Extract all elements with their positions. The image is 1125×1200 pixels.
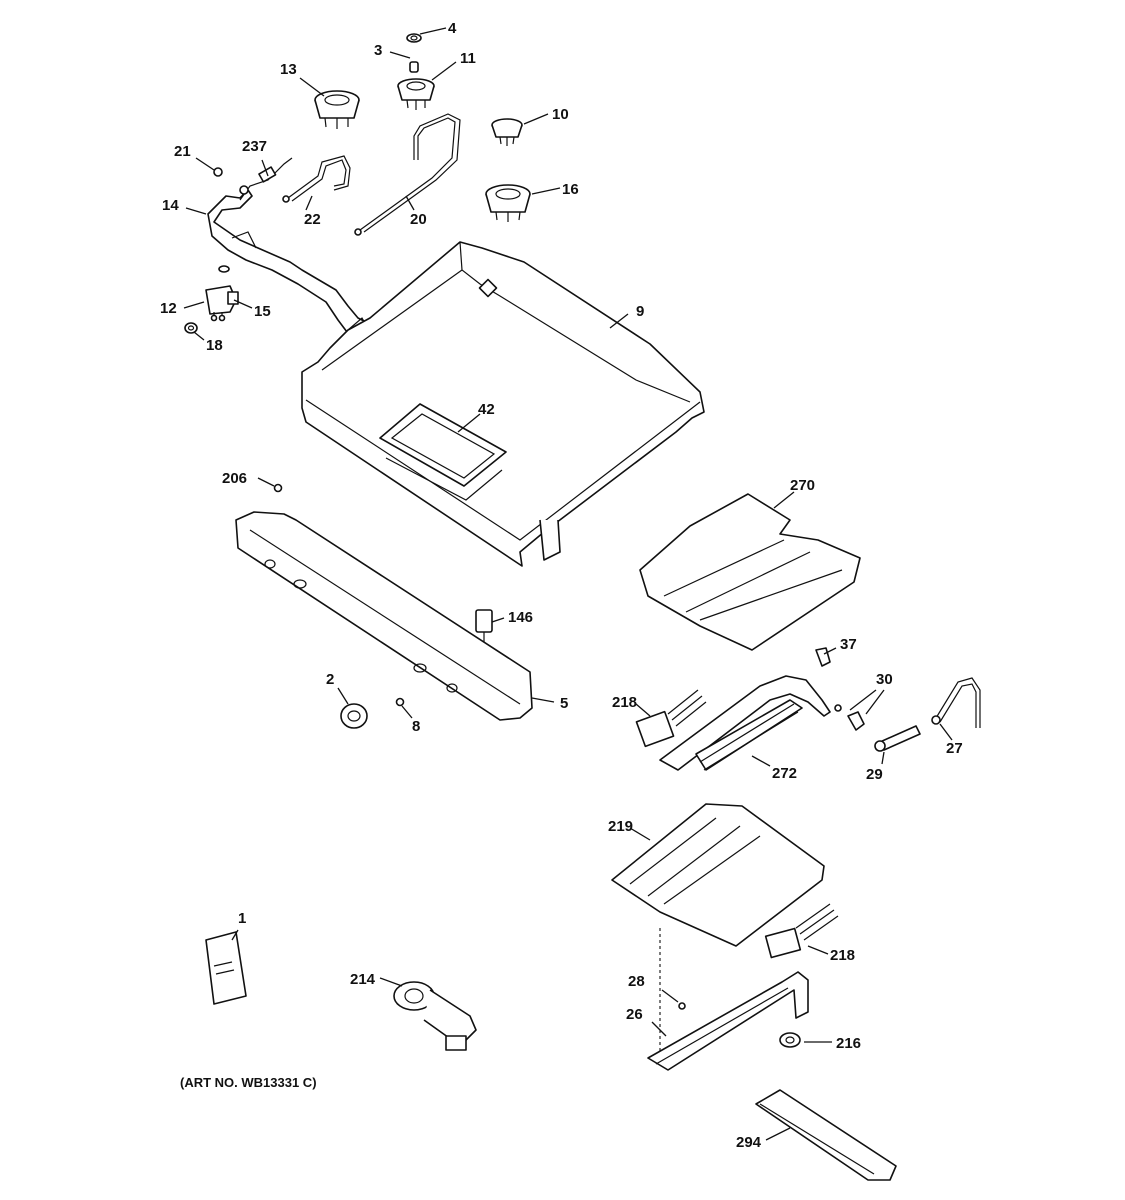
tube-20 <box>354 113 461 236</box>
callout-labels: 4 3 11 13 10 21 237 16 14 22 20 9 12 15 … <box>160 20 963 1151</box>
tube-22 <box>282 155 351 203</box>
callout-10: 10 <box>552 106 569 123</box>
callout-8: 8 <box>412 718 420 735</box>
callout-27: 27 <box>946 740 963 757</box>
callout-294: 294 <box>736 1134 762 1151</box>
burner-box-9 <box>301 241 705 567</box>
valve-214 <box>393 981 477 1051</box>
callout-5: 5 <box>560 695 568 712</box>
callout-42: 42 <box>478 401 495 418</box>
callout-28: 28 <box>628 973 645 990</box>
tube-27 <box>931 677 981 728</box>
callout-18: 18 <box>206 337 223 354</box>
access-plate-42 <box>379 403 507 501</box>
screw-21 <box>213 167 223 177</box>
callout-218-lower: 218 <box>830 947 855 964</box>
knob-2 <box>340 703 368 729</box>
washer-21b <box>218 265 230 273</box>
literature-1 <box>205 931 247 1005</box>
callout-3: 3 <box>374 42 382 59</box>
callout-26: 26 <box>626 1006 643 1023</box>
heat-shield-270 <box>639 493 861 651</box>
callout-37: 37 <box>840 636 857 653</box>
bracket-37 <box>815 647 831 667</box>
callout-9: 9 <box>636 303 644 320</box>
callout-21: 21 <box>174 143 191 160</box>
burner-10 <box>491 118 523 146</box>
valve-12-15 <box>205 285 239 322</box>
igniter-218b <box>764 903 839 959</box>
callout-237: 237 <box>242 138 267 155</box>
bake-burner-26 <box>647 971 809 1071</box>
broiler-pan-219 <box>611 803 825 947</box>
callout-30: 30 <box>876 671 893 688</box>
callout-13: 13 <box>280 61 297 78</box>
fitting-29 <box>874 725 921 752</box>
burner-16 <box>485 184 531 222</box>
broil-burner-272 <box>659 675 831 771</box>
art-number: (ART NO. WB13331 C) <box>180 1075 317 1090</box>
screw-8 <box>395 697 405 707</box>
callout-12: 12 <box>160 300 177 317</box>
screw-28 <box>678 1002 686 1010</box>
nut-216 <box>779 1032 801 1048</box>
callout-1: 1 <box>238 910 246 927</box>
callout-14: 14 <box>162 197 179 214</box>
callout-29: 29 <box>866 766 883 783</box>
callout-146: 146 <box>508 609 533 626</box>
orifice-30 <box>834 704 865 731</box>
callout-22: 22 <box>304 211 321 228</box>
callout-11: 11 <box>460 50 476 67</box>
nut-4 <box>406 33 422 43</box>
leader-lines <box>183 27 953 1141</box>
screw-206 <box>273 483 283 493</box>
callout-272: 272 <box>772 765 797 782</box>
callout-214: 214 <box>350 971 376 988</box>
switch-146 <box>475 609 493 642</box>
callout-2: 2 <box>326 671 334 688</box>
burner-11 <box>397 78 435 110</box>
nut-18 <box>184 322 198 334</box>
orifice-3 <box>409 61 419 73</box>
callout-219: 219 <box>608 818 633 835</box>
shield-294 <box>755 1089 897 1181</box>
callout-4: 4 <box>448 20 457 37</box>
front-panel-5 <box>235 511 533 721</box>
igniter-218a <box>635 689 707 748</box>
callout-15: 15 <box>254 303 271 320</box>
callout-216: 216 <box>836 1035 861 1052</box>
burner-13 <box>314 90 360 129</box>
callout-206: 206 <box>222 470 247 487</box>
callout-270: 270 <box>790 477 815 494</box>
callout-218-upper: 218 <box>612 694 637 711</box>
callout-16: 16 <box>562 181 579 198</box>
callout-20: 20 <box>410 211 427 228</box>
